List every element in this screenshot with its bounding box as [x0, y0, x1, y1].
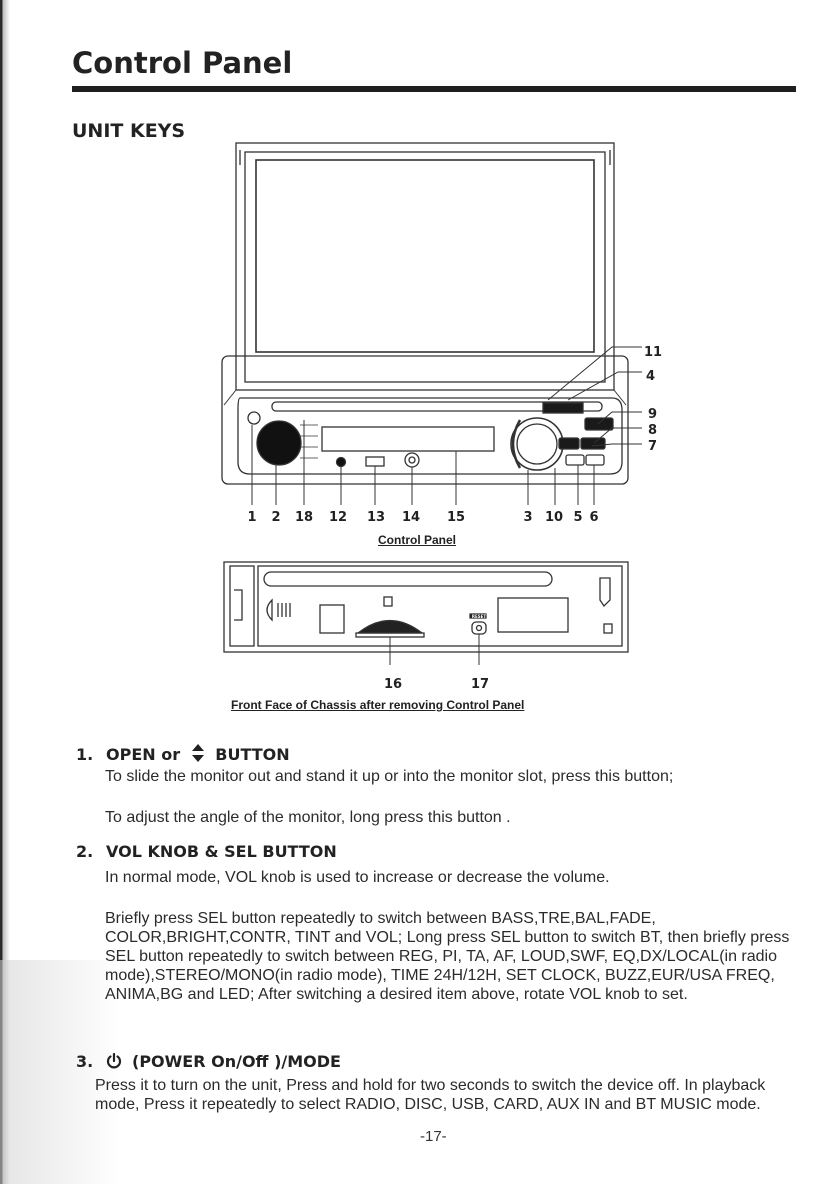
callout-numbers-bottom: 1 2 18 12 13 14 15 3 10 5 6 — [247, 510, 598, 525]
callout-15: 15 — [447, 510, 465, 525]
callout-5: 5 — [573, 510, 582, 525]
item-1-heading: 1. OPEN or BUTTON — [76, 744, 290, 764]
chassis-illustration — [223, 561, 629, 665]
item-2-paragraph-2: Briefly press SEL button repeatedly to s… — [105, 910, 790, 1003]
figure-caption-chassis: Front Face of Chassis after removing Con… — [231, 698, 525, 712]
item-3-heading-suffix: (POWER On/Off )/MODE — [132, 1052, 341, 1071]
title-rule — [72, 86, 796, 92]
item-2-heading: 2. VOL KNOB & SEL BUTTON — [76, 842, 337, 861]
callout-6: 6 — [589, 510, 598, 525]
callout-12: 12 — [329, 510, 347, 525]
callout-numbers-right: 11 4 9 8 7 — [644, 345, 662, 454]
item-3-paragraph-1: Press it to turn on the unit, Press and … — [95, 1077, 766, 1113]
item-number: 2. — [76, 842, 94, 861]
item-2-heading-text: VOL KNOB & SEL BUTTON — [106, 842, 337, 861]
callout-13: 13 — [367, 510, 385, 525]
callout-4: 4 — [646, 369, 655, 384]
callout-1: 1 — [247, 510, 256, 525]
figure-caption-control-panel: Control Panel — [378, 533, 457, 547]
callout-17: 17 — [471, 677, 489, 692]
item-1-paragraph-2: To adjust the angle of the monitor, long… — [105, 809, 511, 826]
control-panel-illustration — [221, 355, 629, 485]
callout-11: 11 — [644, 345, 662, 360]
page-number: -17- — [420, 1128, 447, 1145]
callout-3: 3 — [523, 510, 532, 525]
item-number: 1. — [76, 745, 94, 764]
chassis-callouts: 16 17 RESET — [384, 614, 489, 692]
callout-14: 14 — [402, 510, 420, 525]
scan-shadow — [0, 960, 120, 1184]
item-number: 3. — [76, 1052, 94, 1071]
callout-18: 18 — [295, 510, 313, 525]
item-1-paragraph-1: To slide the monitor out and stand it up… — [105, 768, 674, 785]
callout-16: 16 — [384, 677, 402, 692]
callout-2: 2 — [271, 510, 280, 525]
callout-8: 8 — [648, 423, 657, 438]
callout-leaders — [251, 346, 642, 505]
up-down-arrow-icon — [191, 744, 204, 762]
item-3-heading: 3. (POWER On/Off )/MODE — [76, 1052, 341, 1071]
callout-9: 9 — [648, 407, 657, 422]
section-heading: UNIT KEYS — [72, 120, 186, 142]
monitor-illustration — [223, 142, 627, 406]
callout-7: 7 — [648, 439, 657, 454]
page-title: Control Panel — [72, 46, 293, 80]
item-2-paragraph-1: In normal mode, VOL knob is used to incr… — [105, 869, 610, 886]
reset-label: RESET — [472, 614, 486, 619]
item-1-heading-suffix: BUTTON — [215, 745, 290, 764]
unit-keys-figure: 11 4 9 8 7 1 2 18 12 13 14 15 3 10 5 6 — [221, 142, 662, 692]
page-binding-edge — [0, 0, 10, 1184]
item-1-heading-prefix: OPEN or — [106, 745, 181, 764]
power-icon — [106, 1052, 122, 1069]
callout-10: 10 — [545, 510, 563, 525]
